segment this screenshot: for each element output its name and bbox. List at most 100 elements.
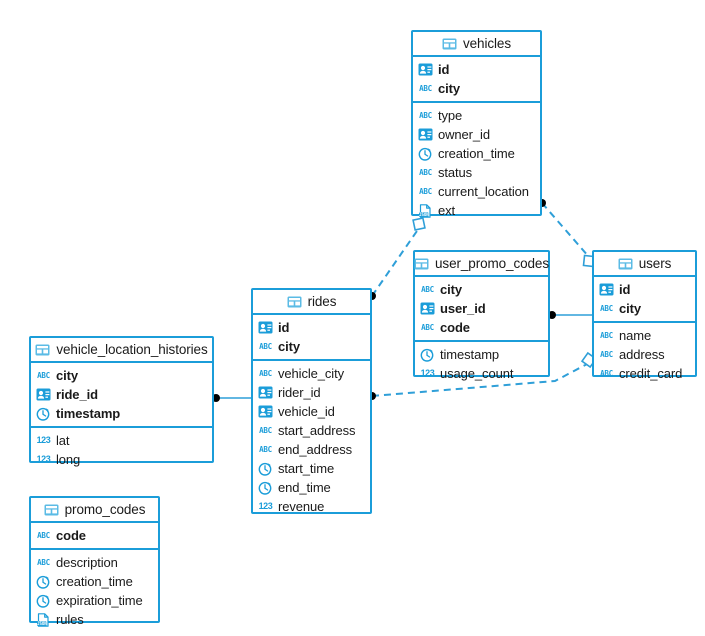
table-header-user_promo_codes[interactable]: user_promo_codes [414, 252, 549, 277]
user-card-icon [599, 282, 614, 297]
column-name: usage_count [440, 366, 514, 381]
table-header-vehicle_location_histories[interactable]: vehicle_location_histories [31, 338, 212, 363]
column-row[interactable]: id [253, 318, 370, 337]
column-row[interactable]: creation_time [413, 144, 540, 163]
abc-icon: ABC [37, 557, 50, 567]
clock-icon [418, 146, 433, 161]
table-title: vehicle_location_histories [56, 342, 208, 357]
column-row[interactable]: id [594, 280, 695, 299]
user-card-icon [36, 387, 51, 402]
abc-icon: ABC [259, 444, 272, 454]
table-header-users[interactable]: users [594, 252, 695, 277]
column-row[interactable]: expiration_time [31, 591, 158, 610]
column-name: city [440, 282, 463, 297]
table-grid-icon [44, 502, 59, 517]
clock-icon [36, 406, 51, 421]
column-name: city [56, 368, 79, 383]
abc-icon: ABC [259, 368, 272, 378]
column-row[interactable]: creation_time [31, 572, 158, 591]
column-name: description [56, 555, 118, 570]
column-name: user_id [440, 301, 486, 316]
abc-icon: ABC [419, 83, 432, 93]
clock-icon [36, 593, 51, 608]
column-name: end_address [278, 442, 353, 457]
table-title: vehicles [463, 36, 511, 51]
column-name: id [278, 320, 290, 335]
abc-icon: ABC [259, 341, 272, 351]
abc-icon: ABC [419, 167, 432, 177]
column-name: address [619, 347, 665, 362]
column-row[interactable]: start_time [253, 459, 370, 478]
primary-key-group: ABC code [31, 523, 158, 550]
abc-icon: ABC [419, 110, 432, 120]
column-row[interactable]: ABC code [31, 526, 158, 545]
column-name: city [619, 301, 642, 316]
abc-icon: ABC [600, 349, 613, 359]
column-row[interactable]: ABC address [594, 345, 695, 364]
abc-icon: ABC [37, 530, 50, 540]
123-icon: 123 [420, 368, 435, 378]
column-name: start_time [278, 461, 335, 476]
column-name: id [619, 282, 631, 297]
table-header-vehicles[interactable]: vehicles [413, 32, 540, 57]
json-icon: JSON [36, 612, 51, 627]
column-row[interactable]: ABC end_address [253, 440, 370, 459]
table-header-rides[interactable]: rides [253, 290, 370, 315]
column-row[interactable]: timestamp [31, 404, 212, 423]
column-row[interactable]: id [413, 60, 540, 79]
column-row[interactable]: user_id [415, 299, 548, 318]
column-name: id [438, 62, 450, 77]
column-name: timestamp [56, 406, 121, 421]
column-name: start_address [278, 423, 356, 438]
column-name: expiration_time [56, 593, 143, 608]
table-grid-icon [442, 36, 457, 51]
column-name: credit_card [619, 366, 683, 381]
column-row[interactable]: ABC description [31, 553, 158, 572]
column-row[interactable]: vehicle_id [253, 402, 370, 421]
column-row[interactable]: ABC city [253, 337, 370, 356]
column-row[interactable]: ABC city [31, 366, 212, 385]
column-row[interactable]: end_time [253, 478, 370, 497]
column-row[interactable]: timestamp [415, 345, 548, 364]
edge-user-promo-codes-to-users[interactable] [548, 311, 592, 319]
column-name: code [56, 528, 86, 543]
column-row[interactable]: ride_id [31, 385, 212, 404]
column-row[interactable]: rider_id [253, 383, 370, 402]
column-row[interactable]: owner_id [413, 125, 540, 144]
primary-key-group: ABC city ride_id timestamp [31, 363, 212, 428]
abc-icon: ABC [37, 370, 50, 380]
column-name: lat [56, 433, 70, 448]
column-group: timestamp 123 usage_count [415, 342, 548, 386]
edge-vehicle-location-histories-to-rides[interactable] [212, 394, 251, 402]
column-name: city [278, 339, 301, 354]
column-name: current_location [438, 184, 529, 199]
table-header-promo_codes[interactable]: promo_codes [31, 498, 158, 523]
column-row[interactable]: 123 usage_count [415, 364, 548, 383]
table-title: user_promo_codes [435, 256, 549, 271]
column-name: creation_time [438, 146, 515, 161]
